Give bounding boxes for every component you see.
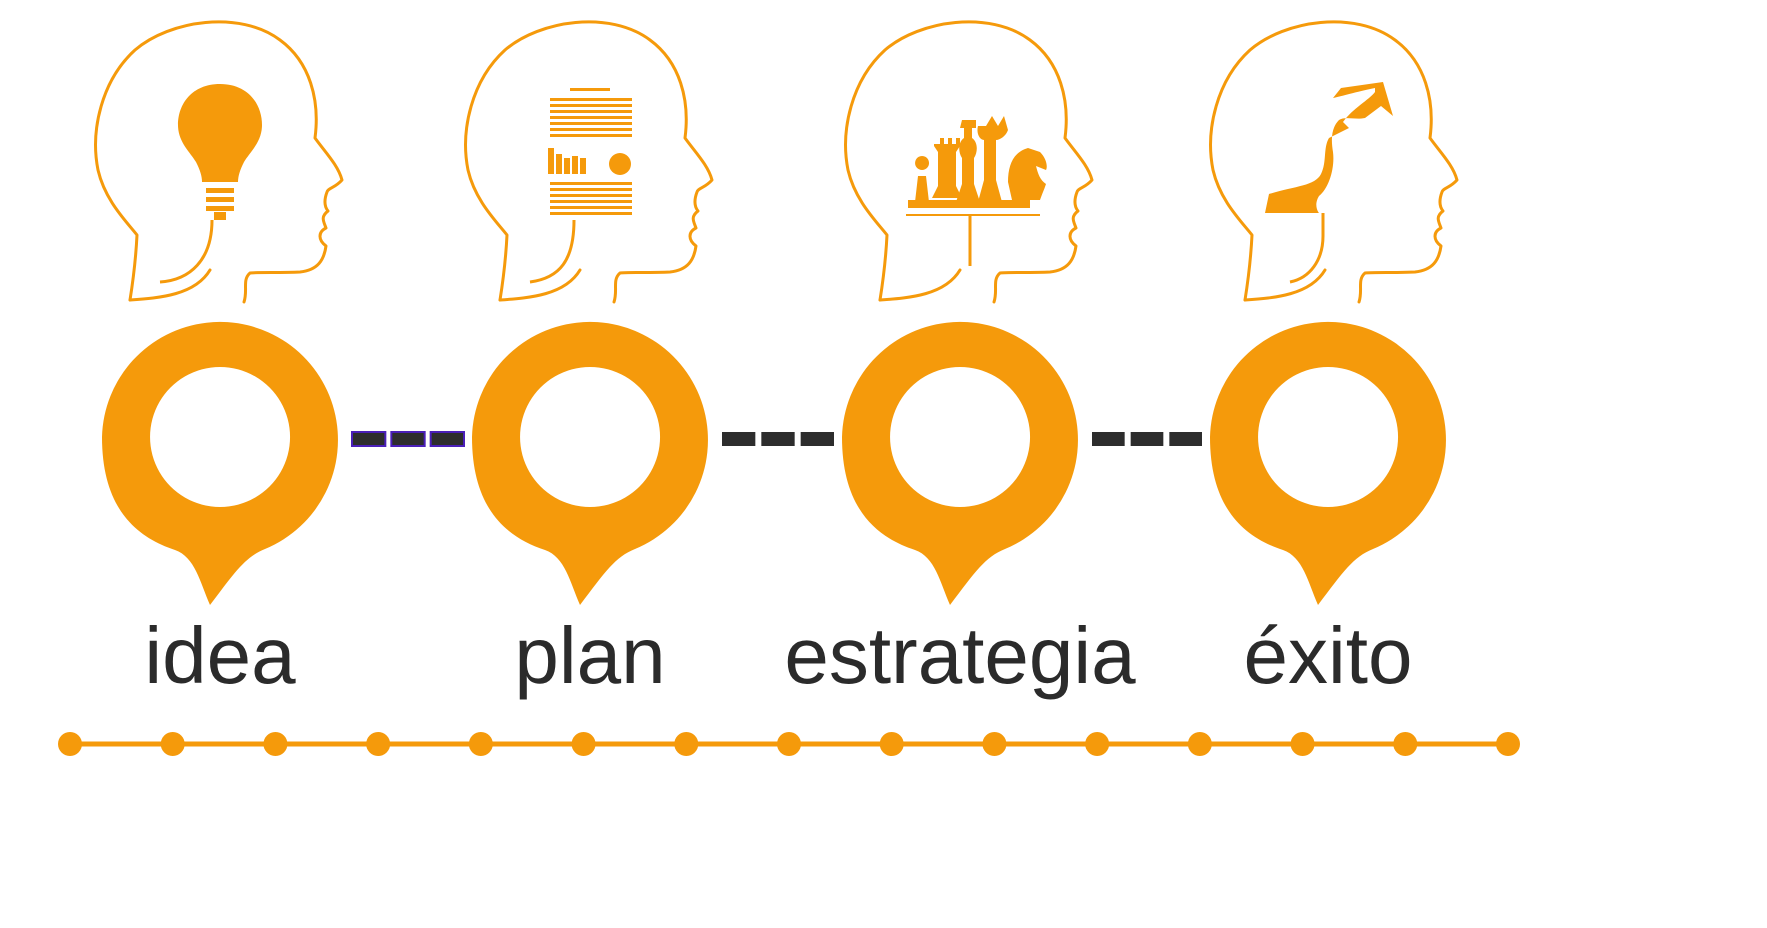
- head-outline: [1209, 20, 1459, 304]
- timeline-dot: [160, 732, 185, 756]
- chess-piece: [977, 116, 1008, 202]
- step-estrategia: estrategia: [784, 20, 1136, 700]
- chess-piece: [932, 138, 962, 198]
- document-bar: [556, 154, 562, 174]
- document-bar: [572, 156, 578, 174]
- step-label: éxito: [1244, 611, 1413, 700]
- bulb-base-stripe: [206, 206, 234, 211]
- document-line: [550, 116, 632, 119]
- chess-piece: [915, 156, 930, 202]
- timeline-dot: [366, 732, 391, 756]
- document-line: [550, 182, 632, 185]
- timeline-dot: [1496, 732, 1520, 756]
- connector-dash: [1092, 432, 1125, 446]
- document-line: [550, 122, 632, 125]
- bulb-base-stripe: [206, 197, 234, 202]
- timeline-dot: [1085, 732, 1110, 756]
- document-line: [550, 200, 632, 203]
- connector-dash: [390, 431, 426, 447]
- pin-connectors: [351, 431, 1202, 447]
- map-pin-icon: [102, 321, 338, 605]
- dotted-timeline: [58, 732, 1520, 756]
- step-label: idea: [144, 611, 296, 700]
- neck-line: [1243, 268, 1327, 302]
- connector-dash: [1169, 432, 1202, 446]
- document-line: [550, 212, 632, 215]
- timeline-dot: [263, 732, 288, 756]
- timeline-dot: [571, 732, 596, 756]
- arrow-up-icon: [1265, 82, 1393, 284]
- document-wire: [529, 219, 576, 284]
- bulb-wire: [159, 219, 214, 284]
- document-line: [550, 206, 632, 209]
- lightbulb-icon: [159, 84, 262, 284]
- timeline-dot: [879, 732, 904, 756]
- chess-board-edge: [908, 200, 1030, 208]
- timeline-dot: [1187, 732, 1212, 756]
- chess-icon: [906, 116, 1047, 266]
- neck-line: [128, 268, 212, 302]
- timeline-dot: [982, 732, 1007, 756]
- document-line: [550, 188, 632, 191]
- arrow-wire: [1289, 213, 1325, 284]
- timeline-dot: [1290, 732, 1315, 756]
- connector-dash: [800, 432, 834, 446]
- timeline-dot: [674, 732, 699, 756]
- bulb-glass: [178, 84, 262, 182]
- step-éxito: éxito: [1209, 20, 1459, 700]
- document-bar: [548, 148, 554, 174]
- head-profile: [844, 20, 1094, 304]
- chess-piece: [956, 120, 980, 202]
- head-profile: [464, 20, 714, 304]
- timeline-dot: [1393, 732, 1418, 756]
- connector-dash: [722, 432, 756, 446]
- head-outline: [464, 20, 714, 304]
- timeline-dot: [58, 732, 82, 756]
- document-line: [550, 98, 632, 101]
- step-label: plan: [514, 611, 665, 700]
- document-bar: [564, 158, 570, 174]
- timeline-dot: [468, 732, 493, 756]
- document-line: [550, 134, 632, 137]
- map-pin-icon: [472, 321, 708, 605]
- document-line: [570, 88, 610, 91]
- document-pie: [609, 153, 631, 175]
- map-pin-icon: [842, 321, 1078, 605]
- head-profile: [94, 20, 344, 304]
- map-pin-icon: [1210, 321, 1446, 605]
- step-plan: plan: [464, 20, 714, 700]
- document-bar: [580, 158, 586, 174]
- neck-line: [498, 268, 582, 302]
- connector-dash: [351, 431, 387, 447]
- step-idea: idea: [94, 20, 344, 700]
- bulb-base-stripe: [206, 188, 234, 193]
- head-profile: [1209, 20, 1459, 304]
- document-line: [550, 110, 632, 113]
- bulb-tip: [214, 212, 226, 220]
- document-icon: [529, 88, 632, 284]
- arrow-up-shape: [1265, 82, 1393, 213]
- document-line: [550, 128, 632, 131]
- connector-dash: [1130, 432, 1164, 446]
- connector-dash: [761, 432, 795, 446]
- neck-line: [878, 268, 962, 302]
- chess-piece: [1008, 148, 1047, 200]
- document-line: [550, 104, 632, 107]
- timeline-dot: [777, 732, 801, 756]
- step-label: estrategia: [784, 611, 1136, 700]
- document-line: [550, 194, 632, 197]
- connector-dash: [429, 431, 465, 447]
